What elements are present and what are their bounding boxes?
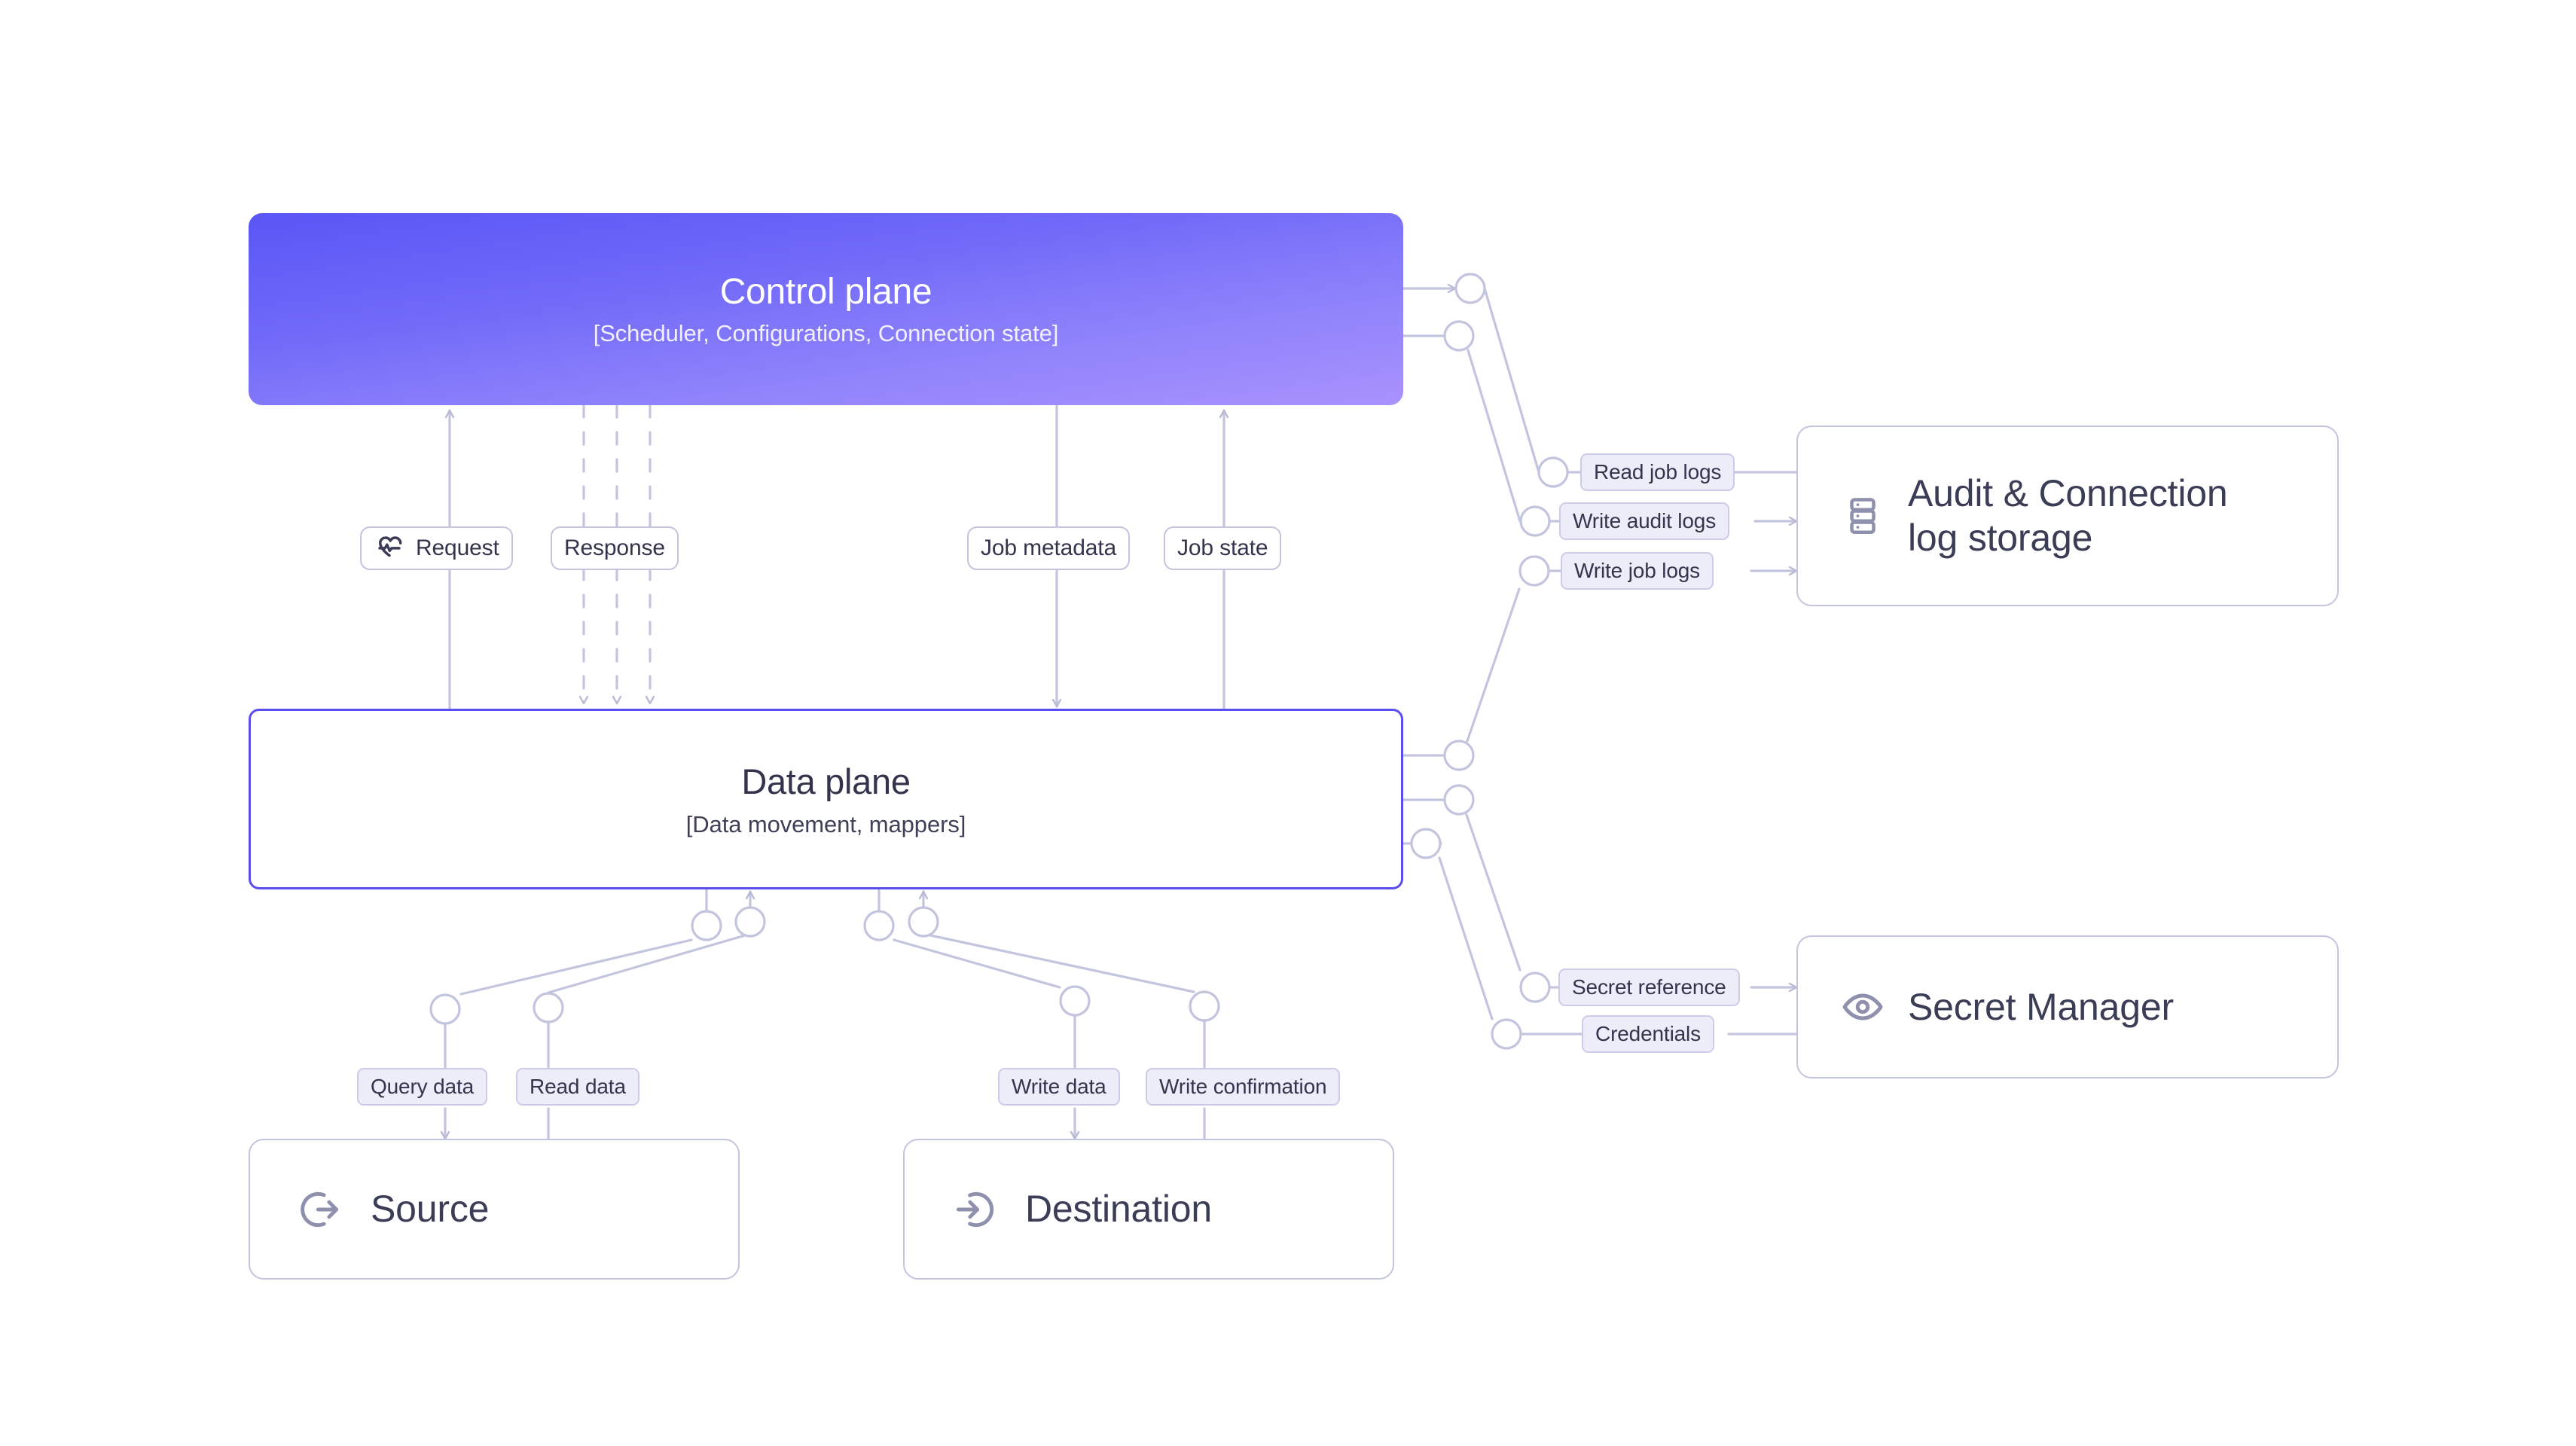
edge-label-write-data[interactable]: Write data [998, 1068, 1120, 1106]
edge-label-response[interactable]: Response [551, 526, 679, 570]
data-plane-title: Data plane [741, 761, 911, 801]
secret-manager-label: Secret Manager [1908, 985, 2174, 1028]
connector-dot [1519, 505, 1551, 537]
edge-label-read-data[interactable]: Read data [516, 1068, 639, 1106]
audit-log-storage-line2: log storage [1908, 517, 2093, 559]
control-plane-node[interactable]: Control plane [Scheduler, Configurations… [249, 213, 1403, 405]
arrow-out-of-circle-icon [297, 1186, 343, 1233]
edge-label-write-confirmation[interactable]: Write confirmation [1146, 1068, 1341, 1106]
wire-secret-reference-b [1465, 813, 1521, 972]
edge-label-credentials-text: Credentials [1595, 1022, 1701, 1045]
edge-label-request[interactable]: Request [360, 526, 513, 570]
wire-query-data-b [459, 938, 693, 996]
data-plane-node[interactable]: Data plane [Data movement, mappers] [249, 709, 1403, 889]
destination-node[interactable]: Destination [903, 1139, 1394, 1280]
connector-dot [1410, 828, 1442, 859]
edge-label-read-data-text: Read data [530, 1075, 626, 1098]
secret-manager-node[interactable]: Secret Manager [1796, 935, 2339, 1078]
source-node[interactable]: Source [249, 1139, 740, 1280]
connector-dot [1443, 740, 1475, 771]
edge-label-read-job-logs[interactable]: Read job logs [1580, 453, 1735, 491]
edge-label-job-state-text: Job state [1177, 535, 1268, 560]
connector-dot [863, 910, 895, 941]
edge-label-request-text: Request [416, 535, 499, 560]
edge-label-write-confirmation-text: Write confirmation [1159, 1075, 1327, 1098]
edge-label-secret-reference-text: Secret reference [1572, 975, 1726, 999]
edge-label-secret-reference[interactable]: Secret reference [1558, 969, 1740, 1006]
edge-label-job-metadata[interactable]: Job metadata [967, 526, 1130, 570]
wire-write-data-b [893, 938, 1061, 989]
connector-dot [1537, 456, 1569, 488]
heart-pulse-icon [374, 532, 405, 564]
connector-dot [533, 992, 564, 1023]
edge-label-job-metadata-text: Job metadata [981, 535, 1116, 560]
connector-dot [1189, 990, 1220, 1022]
wire-write-job-logs-b [1466, 587, 1521, 743]
control-plane-title: Control plane [719, 272, 932, 312]
connector-dot [734, 906, 766, 938]
connector-dot [1519, 972, 1551, 1003]
eye-icon [1840, 984, 1885, 1030]
edge-label-write-audit-logs-text: Write audit logs [1573, 509, 1717, 532]
edge-label-credentials[interactable]: Credentials [1582, 1015, 1714, 1053]
audit-log-storage-label: Audit & Connection log storage [1908, 471, 2228, 560]
connector-dot [1518, 555, 1550, 587]
connector-dot [1454, 273, 1486, 304]
edge-label-write-job-logs[interactable]: Write job logs [1561, 552, 1714, 590]
connector-dot [429, 993, 461, 1025]
edge-label-response-text: Response [564, 535, 665, 560]
connector-dot [1059, 985, 1091, 1017]
wire-write-confirmation-a [922, 932, 1195, 993]
edge-label-job-state[interactable]: Job state [1164, 526, 1282, 570]
edge-label-query-data[interactable]: Query data [357, 1068, 488, 1106]
audit-log-storage-line1: Audit & Connection [1908, 472, 2228, 514]
wire-credentials-b [1438, 856, 1494, 1020]
audit-log-storage-node[interactable]: Audit & Connection log storage [1796, 426, 2339, 606]
database-stack-icon [1840, 493, 1885, 538]
edge-label-write-job-logs-text: Write job logs [1574, 559, 1701, 582]
connector-dot [691, 910, 722, 941]
connector-dot [1491, 1018, 1522, 1050]
connector-dot [1443, 784, 1475, 816]
destination-label: Destination [1025, 1188, 1212, 1230]
source-label: Source [371, 1188, 490, 1230]
edge-label-read-job-logs-text: Read job logs [1594, 460, 1722, 484]
edge-label-write-data-text: Write data [1012, 1075, 1106, 1098]
data-plane-subtitle: [Data movement, mappers] [685, 810, 966, 837]
connector-dot [1443, 320, 1475, 352]
wire-read-job-logs-b [1483, 287, 1540, 474]
edge-label-write-audit-logs[interactable]: Write audit logs [1559, 502, 1730, 540]
control-plane-subtitle: [Scheduler, Configurations, Connection s… [593, 320, 1059, 346]
connector-dot [908, 906, 939, 938]
wire-read-data-a [547, 932, 752, 994]
wire-write-audit-logs-b [1467, 349, 1521, 523]
edge-label-query-data-text: Query data [371, 1075, 475, 1098]
arrow-into-circle-icon [951, 1186, 998, 1233]
